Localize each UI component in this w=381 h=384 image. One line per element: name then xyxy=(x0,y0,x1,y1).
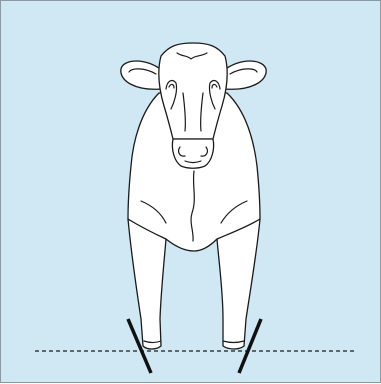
cow-muzzle xyxy=(172,139,213,168)
cow-right-ear xyxy=(223,61,266,89)
cow-right-leg xyxy=(217,219,260,349)
cow-left-ear xyxy=(121,61,163,89)
